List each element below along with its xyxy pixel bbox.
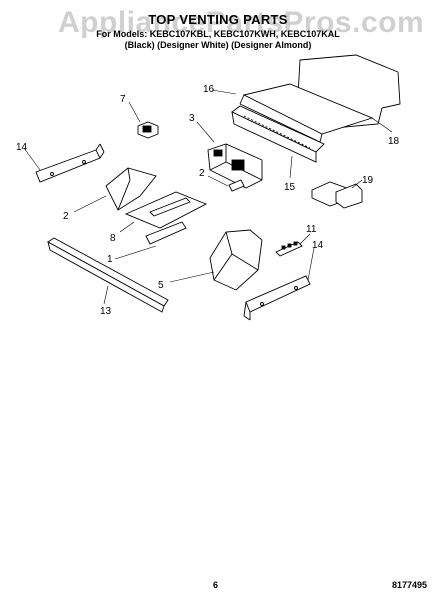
part-8-base-plate	[124, 191, 208, 245]
part-13-rail	[47, 237, 169, 313]
callout-7: 7	[120, 94, 126, 105]
page-number: 6	[213, 580, 219, 590]
part-11-terminal-strip	[275, 241, 303, 257]
page-title: TOP VENTING PARTS	[148, 12, 288, 27]
model-list: For Models: KEBC107KBL, KEBC107KWH, KEBC…	[96, 29, 340, 39]
part-15-rail	[231, 105, 325, 163]
part-19-bracket	[311, 181, 363, 209]
callout-3: 3	[189, 113, 195, 124]
part-2-duct	[105, 167, 157, 211]
part-5-lower-duct	[209, 229, 263, 291]
color-variants: (Black) (Designer White) (Designer Almon…	[124, 40, 312, 50]
callout-14-upper: 14	[16, 142, 28, 153]
callout-18: 18	[388, 136, 400, 147]
callout-19: 19	[362, 175, 374, 186]
callout-16: 16	[203, 84, 215, 95]
callout-11: 11	[306, 224, 317, 235]
callout-4: 2	[199, 168, 205, 179]
callout-1: 1	[107, 254, 113, 265]
watermark: AppliancePartsPros.com	[58, 6, 425, 39]
part-4-connector	[228, 179, 245, 192]
callout-5: 5	[158, 280, 164, 291]
part-7-switch	[137, 121, 159, 139]
part-3-motor	[207, 143, 263, 189]
callout-15: 15	[284, 182, 296, 193]
callout-14-lower: 14	[312, 240, 324, 251]
callout-8: 8	[110, 233, 116, 244]
part-14-bracket-upper	[35, 143, 105, 183]
document-number: 8177495	[392, 580, 428, 590]
part-14-bracket-lower	[243, 275, 311, 321]
callout-13: 13	[100, 306, 112, 317]
callout-2: 2	[63, 211, 69, 222]
